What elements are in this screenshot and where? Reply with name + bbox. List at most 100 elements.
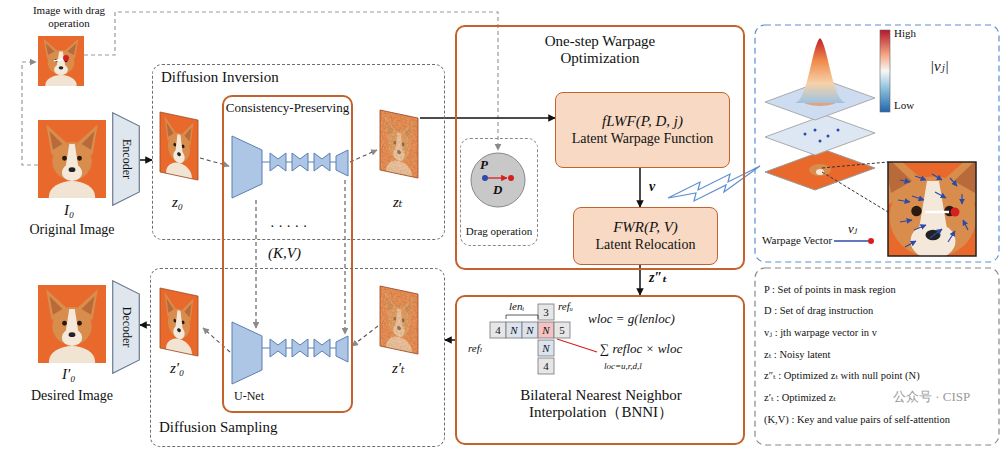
warpage-heatmap-part	[795, 38, 846, 103]
bnni-grid-part	[506, 322, 522, 338]
dog-photos-part	[54, 59, 63, 61]
legend-entry: D : Set of drag instruction	[764, 305, 873, 317]
drag-guide-lines-part	[84, 12, 498, 150]
bnni-grid	[490, 304, 597, 374]
warpage-heatmap-part-part	[915, 176, 926, 180]
warpage-heatmap-part	[834, 240, 868, 242]
unet-symbol-part	[330, 162, 336, 163]
unet-flow-lines-part	[352, 326, 378, 346]
warpage-heatmap-part-part	[932, 174, 942, 180]
ellipsis: · · · · ·	[270, 219, 307, 235]
flow-arrow	[639, 168, 641, 207]
math-symbol: refᵤ	[558, 300, 573, 313]
unet-symbol-part	[314, 153, 330, 171]
decoder-block: Decoder	[112, 280, 140, 374]
frame-text: Diffusion Sampling	[159, 419, 277, 436]
warpage-heatmap-part	[925, 211, 949, 214]
math-symbol: I′₀	[62, 366, 76, 383]
formula: ∑ refloc × wloc	[600, 342, 682, 357]
drag-guide-lines-part	[22, 62, 38, 165]
frame-text: Bilateral Nearest Neighbor Interpolation…	[501, 387, 701, 422]
warpage-heatmap-part-part	[961, 194, 962, 204]
annotation: Warpage Vector	[762, 234, 832, 247]
legend-entry: (K,V) : Key and value pairs of self-atte…	[764, 414, 950, 426]
warpage-heatmap-part	[827, 135, 830, 138]
math-symbol: z′ₜ	[392, 360, 405, 377]
box-text: Latent Warpage Function	[572, 131, 714, 147]
flow-arrow	[140, 159, 152, 161]
warpage-heatmap-part	[898, 174, 968, 247]
latent-images-part-part	[380, 110, 418, 178]
box-text: Latent Relocation	[596, 237, 696, 253]
process-box: fLWF(P, D, j)Latent Warpage Function	[555, 92, 730, 168]
latent-images-part-part	[380, 286, 418, 354]
stage-frame: Diffusion Inversion	[152, 64, 445, 240]
bnni-grid-part	[506, 315, 538, 319]
grid-cell-value: 4	[538, 358, 554, 374]
arrow-tail	[420, 117, 445, 119]
unet-symbol-part	[262, 162, 270, 163]
unet-symbol	[232, 322, 348, 384]
warpage-heatmap-part	[765, 115, 875, 155]
math-symbol: vⱼ	[848, 222, 857, 237]
box-text: fLWF(P, D, j)	[602, 113, 683, 130]
grid-cell-value: 5	[554, 322, 570, 338]
warpage-heatmap-part	[819, 140, 822, 143]
unet-symbol-part	[286, 162, 292, 163]
latent-images	[160, 110, 418, 367]
annotation: Image with drag operation	[30, 4, 108, 29]
frame-text: P	[480, 158, 488, 173]
unet-flow-lines-part	[200, 158, 229, 166]
legend-entry: zₜ : Noisy latent	[764, 349, 830, 361]
grid-cell-value: N	[522, 322, 538, 338]
bnni-grid-part	[490, 322, 506, 338]
bnni-grid-part	[538, 322, 554, 338]
math-symbol: refₗ	[468, 342, 482, 355]
drag-operation-circle-part	[482, 175, 488, 181]
latent-images-part-part	[380, 286, 418, 365]
drag-operation-circle	[471, 153, 525, 207]
bnni-grid-part	[522, 322, 538, 338]
math-symbol: z′₀	[170, 360, 184, 377]
caption: Desired Image	[22, 388, 122, 404]
warpage-heatmap-part-part	[950, 178, 957, 186]
legend-entry: vⱼ : jth warpage vector in v	[764, 327, 877, 339]
warpage-heatmap-part-part	[963, 220, 968, 230]
encoder-block: Encoder	[112, 112, 140, 206]
warpage-heatmap-part	[822, 172, 888, 212]
math-symbol: zₜ	[393, 194, 403, 211]
unet-flow-lines-part	[203, 328, 230, 352]
edge-label: z″ₜ	[648, 270, 668, 285]
latent-images-part	[160, 288, 198, 367]
drag-frame: PDDrag operation	[460, 138, 538, 246]
latent-images-part	[380, 110, 418, 189]
warpage-heatmap-part-part	[912, 196, 924, 200]
warpage-heatmap-part	[868, 238, 874, 244]
unet-symbol-part	[292, 153, 308, 171]
math-symbol: |vⱼ|	[930, 58, 949, 75]
grid-cell-value: N	[538, 340, 554, 356]
unet-flow-lines-part	[255, 200, 256, 328]
warpage-heatmap-part-part	[898, 200, 910, 202]
latent-images-part	[380, 286, 418, 365]
flow-arrow	[445, 117, 555, 119]
warpage-heatmap-part	[888, 162, 976, 256]
dog-photos-part	[38, 120, 106, 212]
unet-symbol-part	[270, 153, 286, 171]
warpage-heatmap-part	[804, 133, 807, 136]
warpage-heatmap-part	[765, 150, 875, 190]
math-symbol: I₀	[64, 202, 74, 219]
frame-text: Diffusion Inversion	[161, 69, 279, 86]
warpage-heatmap-part-part	[905, 241, 916, 247]
grid-cell-value: 3	[538, 304, 554, 320]
bnni-grid-part	[538, 340, 554, 356]
flow-arrow	[140, 324, 150, 326]
latent-images-part-part	[160, 288, 198, 356]
math-symbol: lenᵢ	[509, 300, 524, 313]
edge-label: v	[648, 179, 656, 194]
grid-cell-value: N	[538, 322, 554, 338]
dog-photos	[38, 36, 106, 377]
warpage-heatmap-part	[888, 162, 976, 256]
frame-text: Drag operation	[461, 225, 537, 238]
